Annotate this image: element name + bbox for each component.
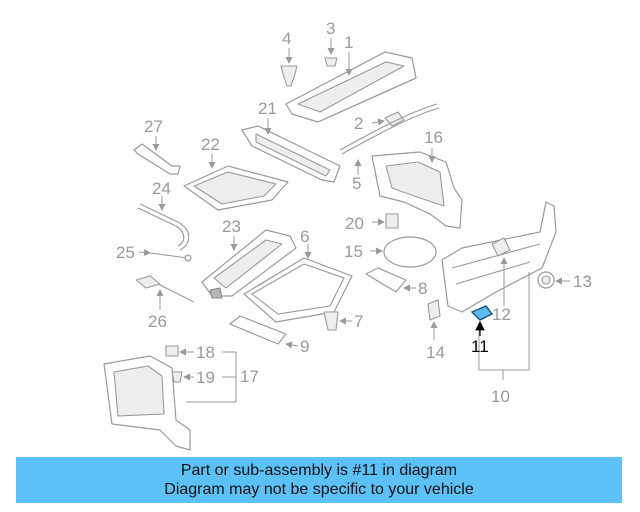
callout-20: 20 (345, 214, 364, 233)
part-3-clip (324, 38, 338, 67)
callout-26: 26 (148, 312, 167, 331)
callout-24: 24 (152, 179, 171, 198)
callout-23: 23 (222, 217, 241, 236)
part-13-grommet (537, 271, 570, 289)
callout-22: 22 (201, 135, 220, 154)
callout-16: 16 (424, 128, 443, 147)
callout-6: 6 (300, 227, 309, 246)
part-15-round-cover (370, 236, 437, 268)
callout-1: 1 (344, 33, 353, 52)
part-22-tool-tray (183, 154, 289, 211)
part-17-side-trim (103, 352, 237, 451)
callout-12: 12 (492, 305, 511, 324)
part-14-clip (427, 299, 441, 340)
part-10-rear-trim-panel (441, 201, 557, 380)
callout-15: 15 (344, 242, 363, 261)
part-26-screwdriver (135, 275, 195, 310)
callout-17: 17 (240, 367, 259, 386)
callout-10: 10 (491, 387, 510, 406)
callout-13: 13 (573, 272, 592, 291)
part-24-jack-handle (137, 196, 190, 251)
banner-line-1: Part or sub-assembly is #11 in diagram (180, 462, 458, 479)
callout-21: 21 (258, 99, 277, 118)
callout-27: 27 (144, 117, 163, 136)
banner-line-2: Diagram may not be specific to your vehi… (164, 481, 474, 498)
callout-9: 9 (300, 337, 309, 356)
callout-11: 11 (471, 337, 489, 356)
callout-7: 7 (354, 312, 363, 331)
part-23-jack (201, 229, 297, 299)
callout-2: 2 (354, 114, 363, 133)
part-25-pin (138, 248, 192, 262)
callout-14: 14 (426, 343, 445, 362)
part-27-wrench (133, 136, 181, 175)
part-11-clip-highlighted[interactable] (470, 305, 494, 336)
callout-5: 5 (352, 174, 361, 193)
part-16-side-panel (371, 148, 463, 229)
part-1-package-tray (285, 51, 417, 123)
part-21-shelf-bracket (241, 118, 341, 183)
part-18-clip (165, 345, 236, 357)
part-9-strip (229, 315, 299, 349)
part-20-clip (372, 213, 399, 229)
callout-3: 3 (326, 19, 335, 38)
part-8-pad (365, 267, 416, 293)
callout-4: 4 (282, 29, 291, 48)
callout-8: 8 (418, 279, 427, 298)
callout-19: 19 (196, 368, 215, 387)
callout-18: 18 (196, 343, 215, 362)
info-banner: Part or sub-assembly is #11 in diagram D… (16, 457, 622, 503)
part-7-small-bracket (323, 311, 352, 331)
part-12-hook (491, 237, 511, 306)
part-6-floor-mat (243, 244, 353, 323)
callout-25: 25 (116, 243, 135, 262)
part-5-trim-strip (339, 103, 440, 175)
part-4-push-clip (280, 48, 298, 87)
part-19-screw (171, 371, 236, 383)
